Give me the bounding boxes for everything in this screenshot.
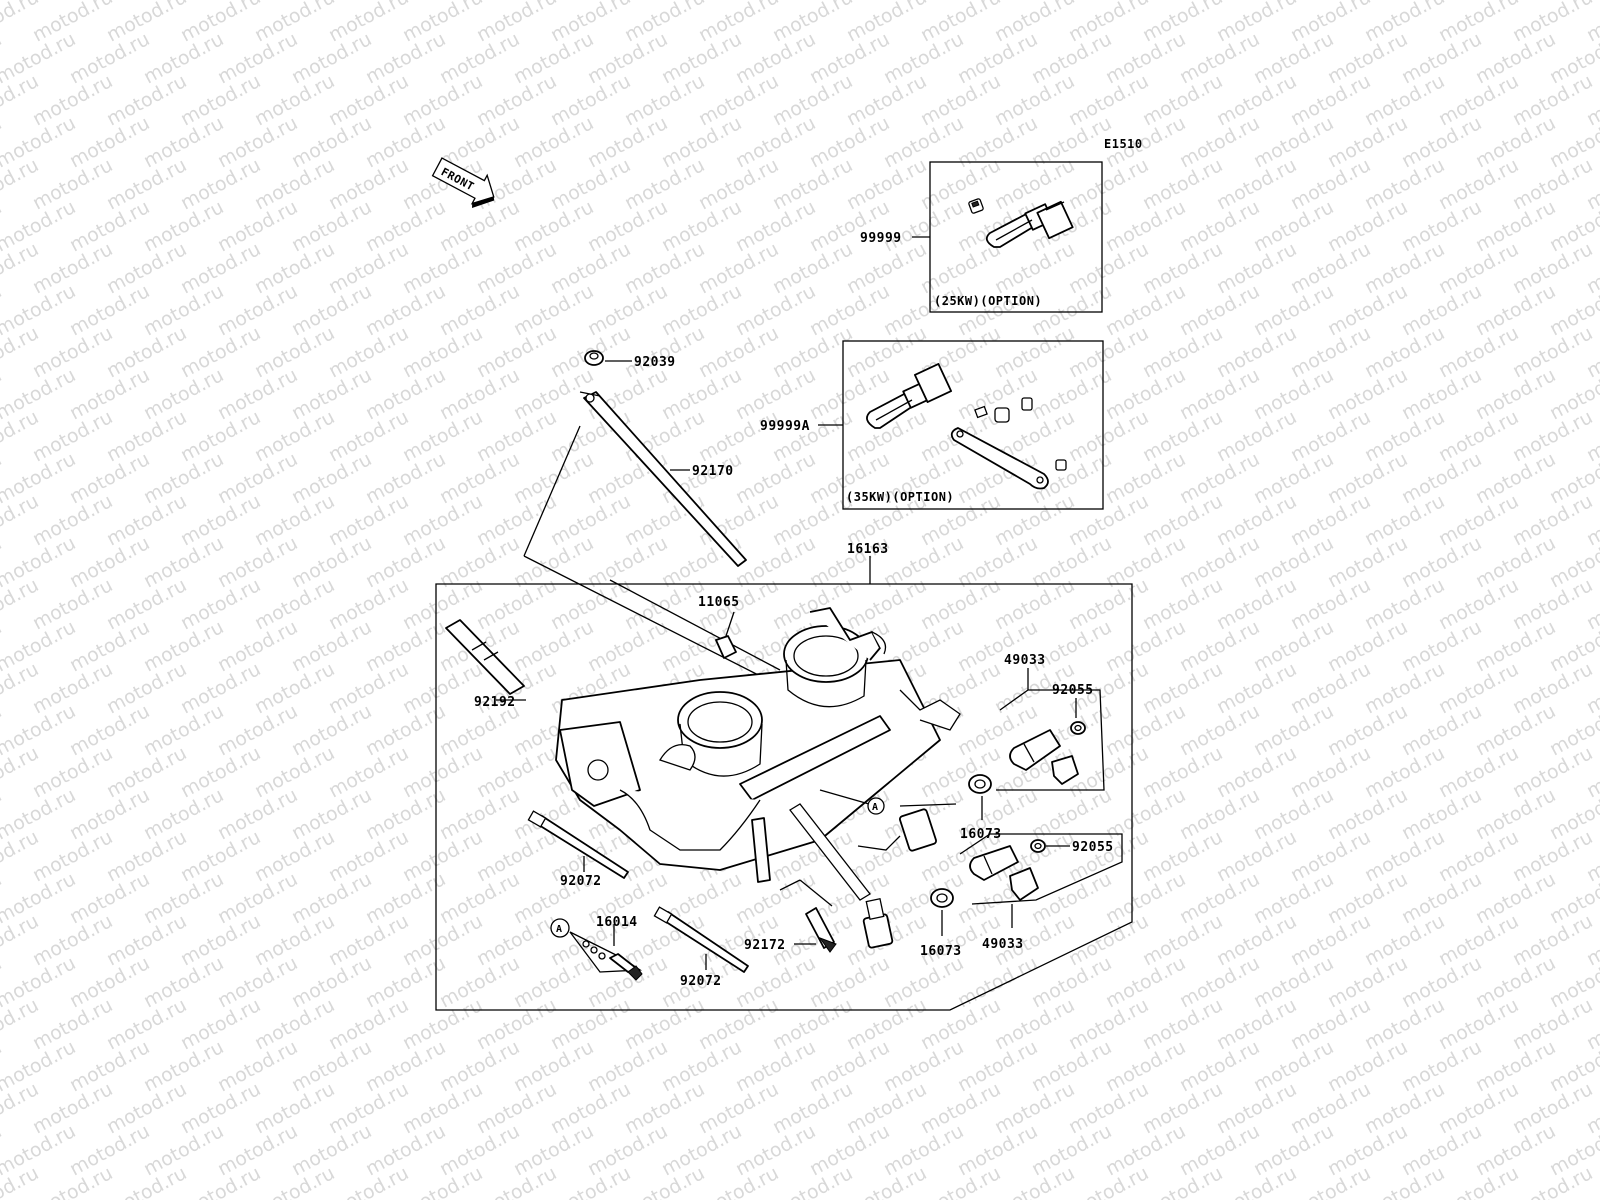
part-49033-bottom-label: 49033 [982,937,1024,952]
o-ring-92055-icon [1070,721,1086,735]
part-92192-label: 92192 [474,695,516,710]
option-plug-icon [968,198,984,214]
callout-marker-a: A [867,797,885,815]
part-16014-label: 16014 [596,915,638,930]
part-16163-label: 16163 [847,542,889,557]
part-16073-bottom-label: 16073 [920,944,962,959]
part-92072-left-label: 92072 [560,874,602,889]
nut-92039-icon [584,350,604,366]
part-92055-bottom-label: 92055 [1072,840,1114,855]
part-92170-label: 92170 [692,464,734,479]
diagram-code: E1510 [1104,137,1143,151]
part-92172-label: 92172 [744,938,786,953]
part-92039-label: 92039 [634,355,676,370]
part-99999-label: 99999 [860,231,902,246]
part-49033-top-label: 49033 [1004,653,1046,668]
option-35kw-label: (35KW)(OPTION) [846,490,954,504]
callout-a-label-kit: A [556,924,563,935]
callout-a-label-body: A [872,802,879,813]
part-92072-bottom-label: 92072 [680,974,722,989]
part-92055-top-label: 92055 [1052,683,1094,698]
option-25kw-label: (25KW)(OPTION) [934,294,1042,308]
seal-16073-icon [930,888,954,936]
part-99999a-label: 99999A [760,419,810,434]
part-11065-label: 11065 [698,595,740,610]
